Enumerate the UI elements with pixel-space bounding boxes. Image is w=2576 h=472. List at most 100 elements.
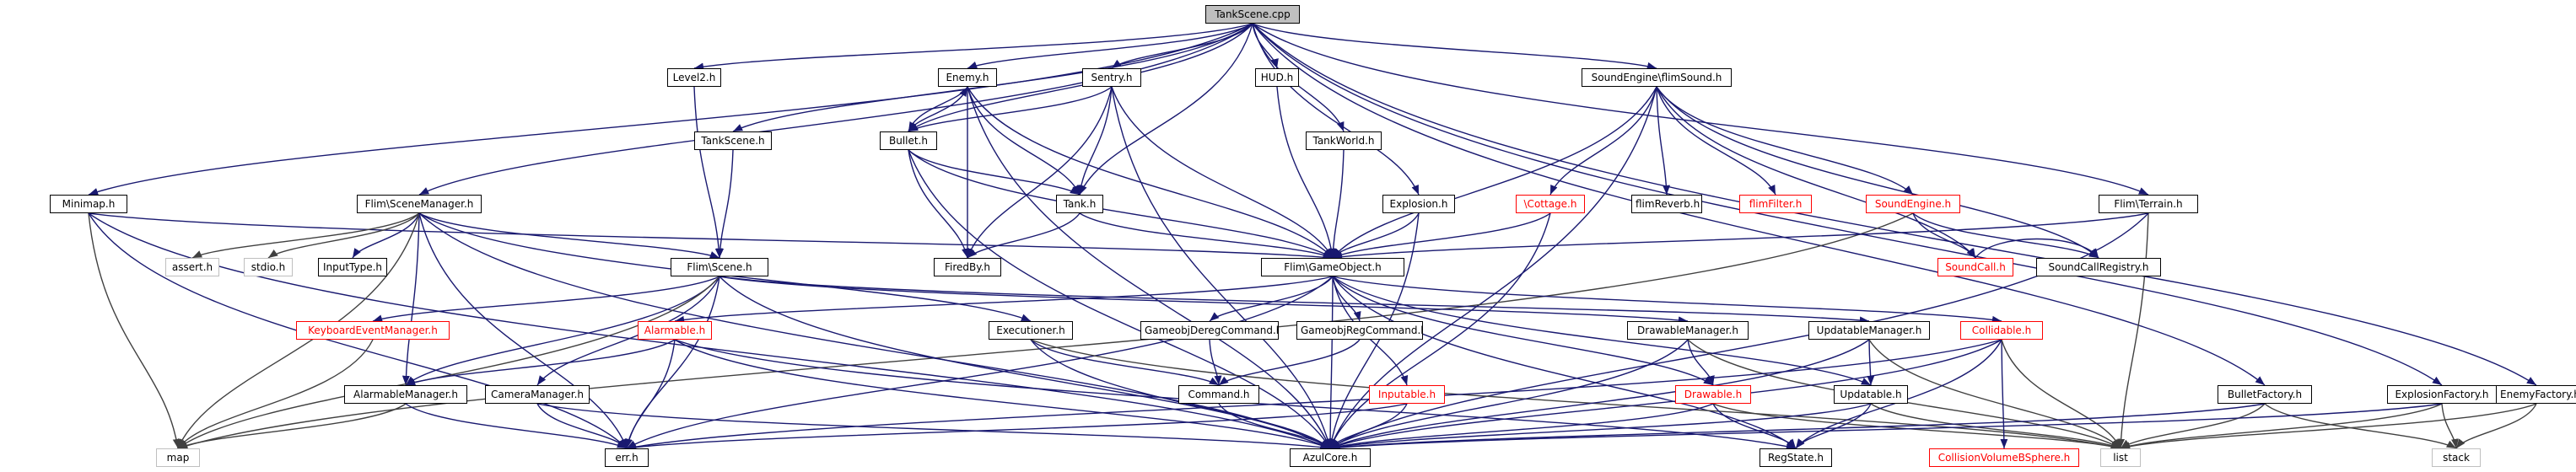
node-label: Tank.h: [1063, 198, 1097, 210]
node-label: DrawableManager.h: [1637, 324, 1738, 336]
node-alarmablemgr[interactable]: AlarmableManager.h: [344, 385, 467, 404]
edge-minimap-to-map: [88, 212, 181, 449]
node-label: err.h: [615, 452, 639, 464]
edge-layer: [88, 23, 2537, 452]
node-explosionfactory[interactable]: ExplosionFactory.h: [2387, 385, 2497, 404]
edge-scenemgr-to-assert: [191, 212, 420, 259]
edge-gameobject-to-azulcore: [1326, 276, 1334, 449]
node-sentry[interactable]: Sentry.h: [1082, 68, 1141, 87]
node-inputtype[interactable]: InputType.h: [318, 258, 387, 276]
edge-updatable-to-regstate: [1795, 403, 1872, 449]
node-list[interactable]: list: [2100, 448, 2141, 467]
node-explosion[interactable]: Explosion.h: [1382, 195, 1455, 213]
node-level2[interactable]: Level2.h: [667, 68, 721, 87]
edge-gameobject-to-drawable: [1332, 276, 1714, 386]
node-root[interactable]: TankScene.cpp: [1205, 5, 1300, 24]
node-label: InputType.h: [322, 261, 383, 273]
edge-tank-to-firedby: [967, 212, 1081, 259]
node-firedby[interactable]: FiredBy.h: [934, 258, 1001, 276]
edge-deregcmd-to-command: [1209, 339, 1222, 386]
node-regcmd[interactable]: GameobjRegCommand.h: [1296, 321, 1423, 340]
node-hud[interactable]: HUD.h: [1255, 68, 1299, 87]
node-stack[interactable]: stack: [2432, 448, 2481, 467]
edge-hud-to-gameobject: [1276, 86, 1335, 259]
node-regstate[interactable]: RegState.h: [1760, 448, 1832, 467]
node-deregcmd[interactable]: GameobjDeregCommand.h: [1140, 321, 1279, 340]
node-cameramgr[interactable]: CameraManager.h: [485, 385, 590, 404]
edge-cottage-to-azulcore: [1329, 212, 1551, 449]
node-drawablemgr[interactable]: DrawableManager.h: [1627, 321, 1749, 340]
node-soundengine[interactable]: SoundEngine.h: [1866, 195, 1960, 213]
edge-updatablemgr-to-list: [1868, 339, 2121, 449]
edge-bullet-to-firedby: [908, 149, 969, 259]
edge-regcmd-to-command: [1218, 339, 1361, 386]
edge-bullet-to-enemy: [908, 86, 968, 132]
edge-root-to-level2: [693, 23, 1253, 71]
edge-drawable-to-regstate: [1712, 403, 1797, 449]
node-bullet[interactable]: Bullet.h: [880, 131, 937, 150]
node-flimfilter[interactable]: flimFilter.h: [1739, 195, 1812, 213]
node-updatablemgr[interactable]: UpdatableManager.h: [1808, 321, 1930, 340]
edge-root-to-explosion: [1252, 23, 1420, 196]
edge-root-to-tank: [1079, 23, 1253, 196]
node-inputable[interactable]: Inputable.h: [1369, 385, 1445, 404]
edge-explosion-to-azulcore: [1328, 212, 1420, 449]
node-err[interactable]: err.h: [605, 448, 649, 467]
edge-cameramgr-to-azulcore: [536, 403, 1331, 451]
edge-scenemgr-to-map: [177, 212, 420, 449]
edge-bullet-to-gameobject: [908, 149, 1334, 259]
edge-explosionfactory-to-azulcore: [1329, 403, 2443, 452]
node-scene[interactable]: Flim\Scene.h: [671, 258, 768, 276]
node-alarmable[interactable]: Alarmable.h: [638, 321, 712, 340]
node-terrain[interactable]: Flim\Terrain.h: [2099, 195, 2198, 213]
node-label: Explosion.h: [1389, 198, 1448, 210]
node-label: TankScene.h: [701, 135, 765, 147]
edge-sentry-to-tank: [1076, 86, 1113, 196]
node-bulletfactory[interactable]: BulletFactory.h: [2218, 385, 2312, 404]
node-enemyfactory[interactable]: EnemyFactory.h: [2496, 385, 2576, 404]
edge-alarmablemgr-to-map: [177, 403, 407, 449]
node-collidable[interactable]: Collidable.h: [1960, 321, 2043, 340]
edge-drawable-to-list: [1712, 403, 2121, 450]
node-drawable[interactable]: Drawable.h: [1675, 385, 1751, 404]
node-scenemgr[interactable]: Flim\SceneManager.h: [357, 195, 482, 213]
node-command[interactable]: Command.h: [1178, 385, 1259, 404]
node-assert[interactable]: assert.h: [165, 258, 219, 276]
node-map[interactable]: map: [156, 448, 200, 467]
edge-alarmable-to-alarmablemgr: [405, 339, 676, 386]
edge-scenemgr-to-azulcore: [418, 212, 1331, 449]
node-gameobject[interactable]: Flim\GameObject.h: [1261, 258, 1404, 276]
node-minimap[interactable]: Minimap.h: [50, 195, 127, 213]
node-soundengine_flim[interactable]: SoundEngine\flimSound.h: [1582, 68, 1732, 87]
node-label: CameraManager.h: [490, 389, 584, 400]
node-soundcall[interactable]: SoundCall.h: [1937, 258, 2013, 276]
edge-bulletfactory-to-stack: [2264, 403, 2457, 449]
edge-collidable-to-err: [626, 339, 2002, 451]
edge-scene-to-alarmablemgr: [405, 276, 720, 386]
node-executioner[interactable]: Executioner.h: [989, 321, 1073, 340]
node-tankscene[interactable]: TankScene.h: [694, 131, 772, 150]
node-tank[interactable]: Tank.h: [1056, 195, 1103, 213]
edge-root-to-minimap: [88, 23, 1253, 196]
edge-soundengine-to-soundcall: [1912, 212, 1976, 259]
edge-drawable-to-azulcore: [1329, 403, 1714, 450]
node-flimreverb[interactable]: flimReverb.h: [1631, 195, 1702, 213]
edge-tank-to-gameobject: [1079, 212, 1334, 259]
node-soundcallreg[interactable]: SoundCallRegistry.h: [2036, 258, 2161, 276]
node-label: stack: [2443, 452, 2470, 464]
edge-enemy-to-tank: [967, 86, 1081, 196]
node-enemy[interactable]: Enemy.h: [938, 68, 997, 87]
node-stdio[interactable]: stdio.h: [244, 258, 293, 276]
node-label: Command.h: [1188, 389, 1250, 400]
node-label: TankScene.cpp: [1215, 8, 1291, 20]
node-cottage[interactable]: \Cottage.h: [1516, 195, 1585, 213]
edge-executioner-to-command: [1030, 339, 1220, 386]
node-collisionbs[interactable]: CollisionVolumeBSphere.h: [1929, 448, 2079, 467]
node-label: Inputable.h: [1377, 389, 1436, 400]
node-azulcore[interactable]: AzulCore.h: [1290, 448, 1371, 467]
node-keyboardevt[interactable]: KeyboardEventManager.h: [296, 321, 450, 340]
node-tankworld[interactable]: TankWorld.h: [1306, 131, 1382, 150]
node-updatable[interactable]: Updatable.h: [1834, 385, 1908, 404]
node-label: UpdatableManager.h: [1816, 324, 1922, 336]
